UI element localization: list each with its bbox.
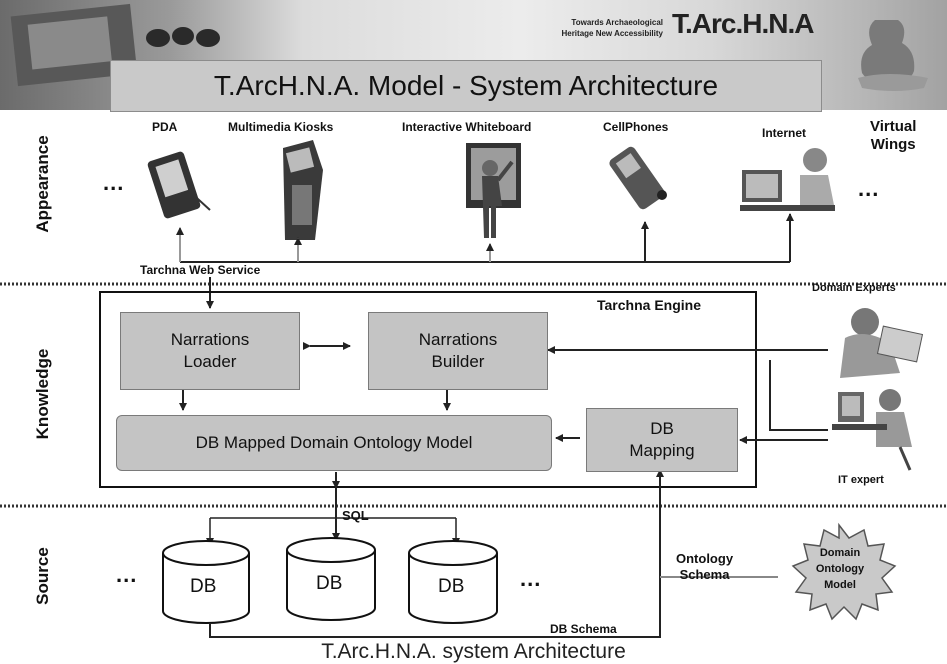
ontology-schema-label: Ontology Schema: [676, 551, 734, 582]
layer-label-knowledge: Knowledge: [33, 348, 52, 440]
database-cylinder-1: [162, 540, 250, 624]
domain-ontology-star: [791, 522, 897, 621]
web-service-label: Tarchna Web Service: [138, 263, 263, 277]
device-label-internet: Internet: [762, 126, 807, 140]
layer-label-source: Source: [33, 547, 52, 605]
domain-experts-label: Domain Experts: [812, 282, 896, 294]
it-expert-label: IT expert: [838, 474, 884, 486]
db-label-1: DB: [190, 576, 217, 597]
figure-caption: T.Arc.H.N.A. system Architecture: [321, 640, 626, 663]
ellipsis-db-right: ...: [520, 566, 542, 591]
banner-tagline: Towards Archaeological Heritage New Acce…: [561, 18, 663, 38]
engine-title: Tarchna Engine: [597, 297, 701, 313]
device-label-virtual-wings: Virtual Wings: [870, 118, 917, 153]
db-label-2: DB: [316, 573, 343, 594]
pda-icon: [147, 151, 211, 219]
domain-experts-icon: [840, 308, 924, 378]
it-expert-icon: [832, 389, 912, 471]
diagram-title: T.ArcH.N.A. Model - System Architecture: [110, 60, 822, 112]
db-schema-label: DB Schema: [550, 622, 617, 636]
sql-label: SQL: [342, 508, 369, 523]
device-label-pda: PDA: [152, 120, 178, 134]
domain-ontology-label: Domain Ontology Model: [815, 547, 865, 591]
kiosk-icon: [283, 140, 323, 240]
device-label-whiteboard: Interactive Whiteboard: [402, 120, 532, 134]
db-label-3: DB: [438, 576, 465, 597]
ellipsis-db-left: ...: [116, 562, 138, 587]
banner-artwork: [10, 3, 928, 91]
internet-user-icon: [740, 148, 835, 211]
ellipsis-left: ...: [103, 170, 125, 195]
cellphone-icon: [609, 146, 667, 210]
database-cylinder-3: [408, 540, 498, 624]
artifact-bowl-image: [146, 29, 170, 47]
whiteboard-icon: [466, 143, 521, 238]
ellipsis-right: ...: [858, 176, 880, 201]
device-label-cellphones: CellPhones: [603, 120, 669, 134]
device-label-kiosks: Multimedia Kiosks: [228, 120, 334, 134]
banner-logo: T.Arc.H.N.A: [672, 8, 814, 39]
db-mapped-model-box: DB Mapped Domain Ontology Model: [116, 415, 552, 471]
vase-image: [861, 20, 915, 83]
database-cylinder-2: [286, 537, 376, 621]
layer-label-appearance: Appearance: [33, 135, 52, 233]
tarchna-engine-frame: [99, 291, 757, 488]
